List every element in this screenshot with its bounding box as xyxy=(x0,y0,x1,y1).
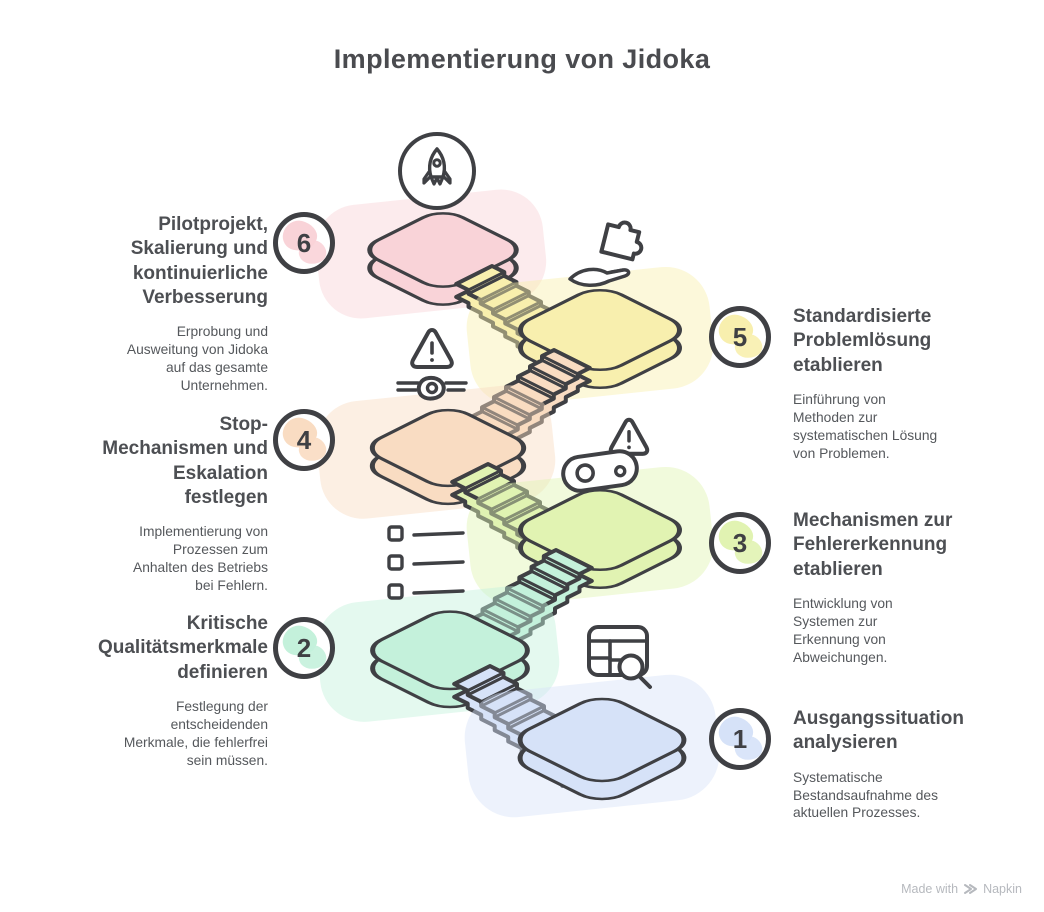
step-4-description: Implementierung von Prozessen zum Anhalt… xyxy=(133,524,268,594)
warning-sensor-icon xyxy=(561,417,650,493)
step-3-title: Mechanismen zur Fehlererkennung etablier… xyxy=(793,510,953,580)
napkin-logo-icon xyxy=(964,884,978,894)
step-6-badge: 6 xyxy=(273,212,335,274)
step-2-description: Festlegung der entscheidenden Merkmale, … xyxy=(123,698,268,768)
step-5-title: Standardisierte Problemlösung etablieren xyxy=(793,306,932,376)
hand-puzzle-icon xyxy=(568,220,644,287)
step-6-text: Pilotprojekt, Skalierung und kontinuierl… xyxy=(62,213,268,395)
step-2-text: Kritische Qualitätsmerkmale definieren F… xyxy=(62,612,268,770)
step-1-description: Systematische Bestandsaufnahme des aktue… xyxy=(793,769,938,821)
platform-step-1 xyxy=(464,674,720,818)
step-3-text: Mechanismen zur Fehlererkennung etablier… xyxy=(793,509,1008,667)
checklist-icon xyxy=(387,525,465,600)
step-3-description: Entwicklung von Systemen zur Erkennung v… xyxy=(793,595,893,665)
step-5-description: Einführung von Methoden zur systematisch… xyxy=(793,391,938,461)
step-1-text: Ausgangssituation analysieren Systematis… xyxy=(793,707,1008,822)
step-2-title: Kritische Qualitätsmerkmale definieren xyxy=(97,613,268,683)
napkin-attribution-link[interactable]: Made with Napkin xyxy=(901,882,1022,896)
step-4-title: Stop- Mechanismen und Eskalation festleg… xyxy=(102,414,268,508)
page-title: Implementierung von Jidoka xyxy=(333,44,711,74)
step-2-badge: 2 xyxy=(273,617,335,679)
step-5-text: Standardisierte Problemlösung etablieren… xyxy=(793,305,1008,463)
step-3-badge: 3 xyxy=(709,512,771,574)
step-5-badge: 5 xyxy=(709,306,771,368)
step-4-text: Stop- Mechanismen und Eskalation festleg… xyxy=(62,413,268,595)
step-6-description: Erprobung und Ausweitung von Jidoka auf … xyxy=(126,324,268,394)
made-with-label: Made with xyxy=(901,882,959,896)
step-6-title: Pilotprojekt, Skalierung und kontinuierl… xyxy=(130,214,268,308)
step-1-title: Ausgangssituation analysieren xyxy=(793,708,965,754)
rocket-icon xyxy=(398,132,476,210)
step-4-badge: 4 xyxy=(273,409,335,471)
warning-stop-icon xyxy=(396,328,468,401)
brand-label: Napkin xyxy=(983,882,1022,896)
step-1-badge: 1 xyxy=(709,708,771,770)
table-search-icon xyxy=(587,625,652,689)
